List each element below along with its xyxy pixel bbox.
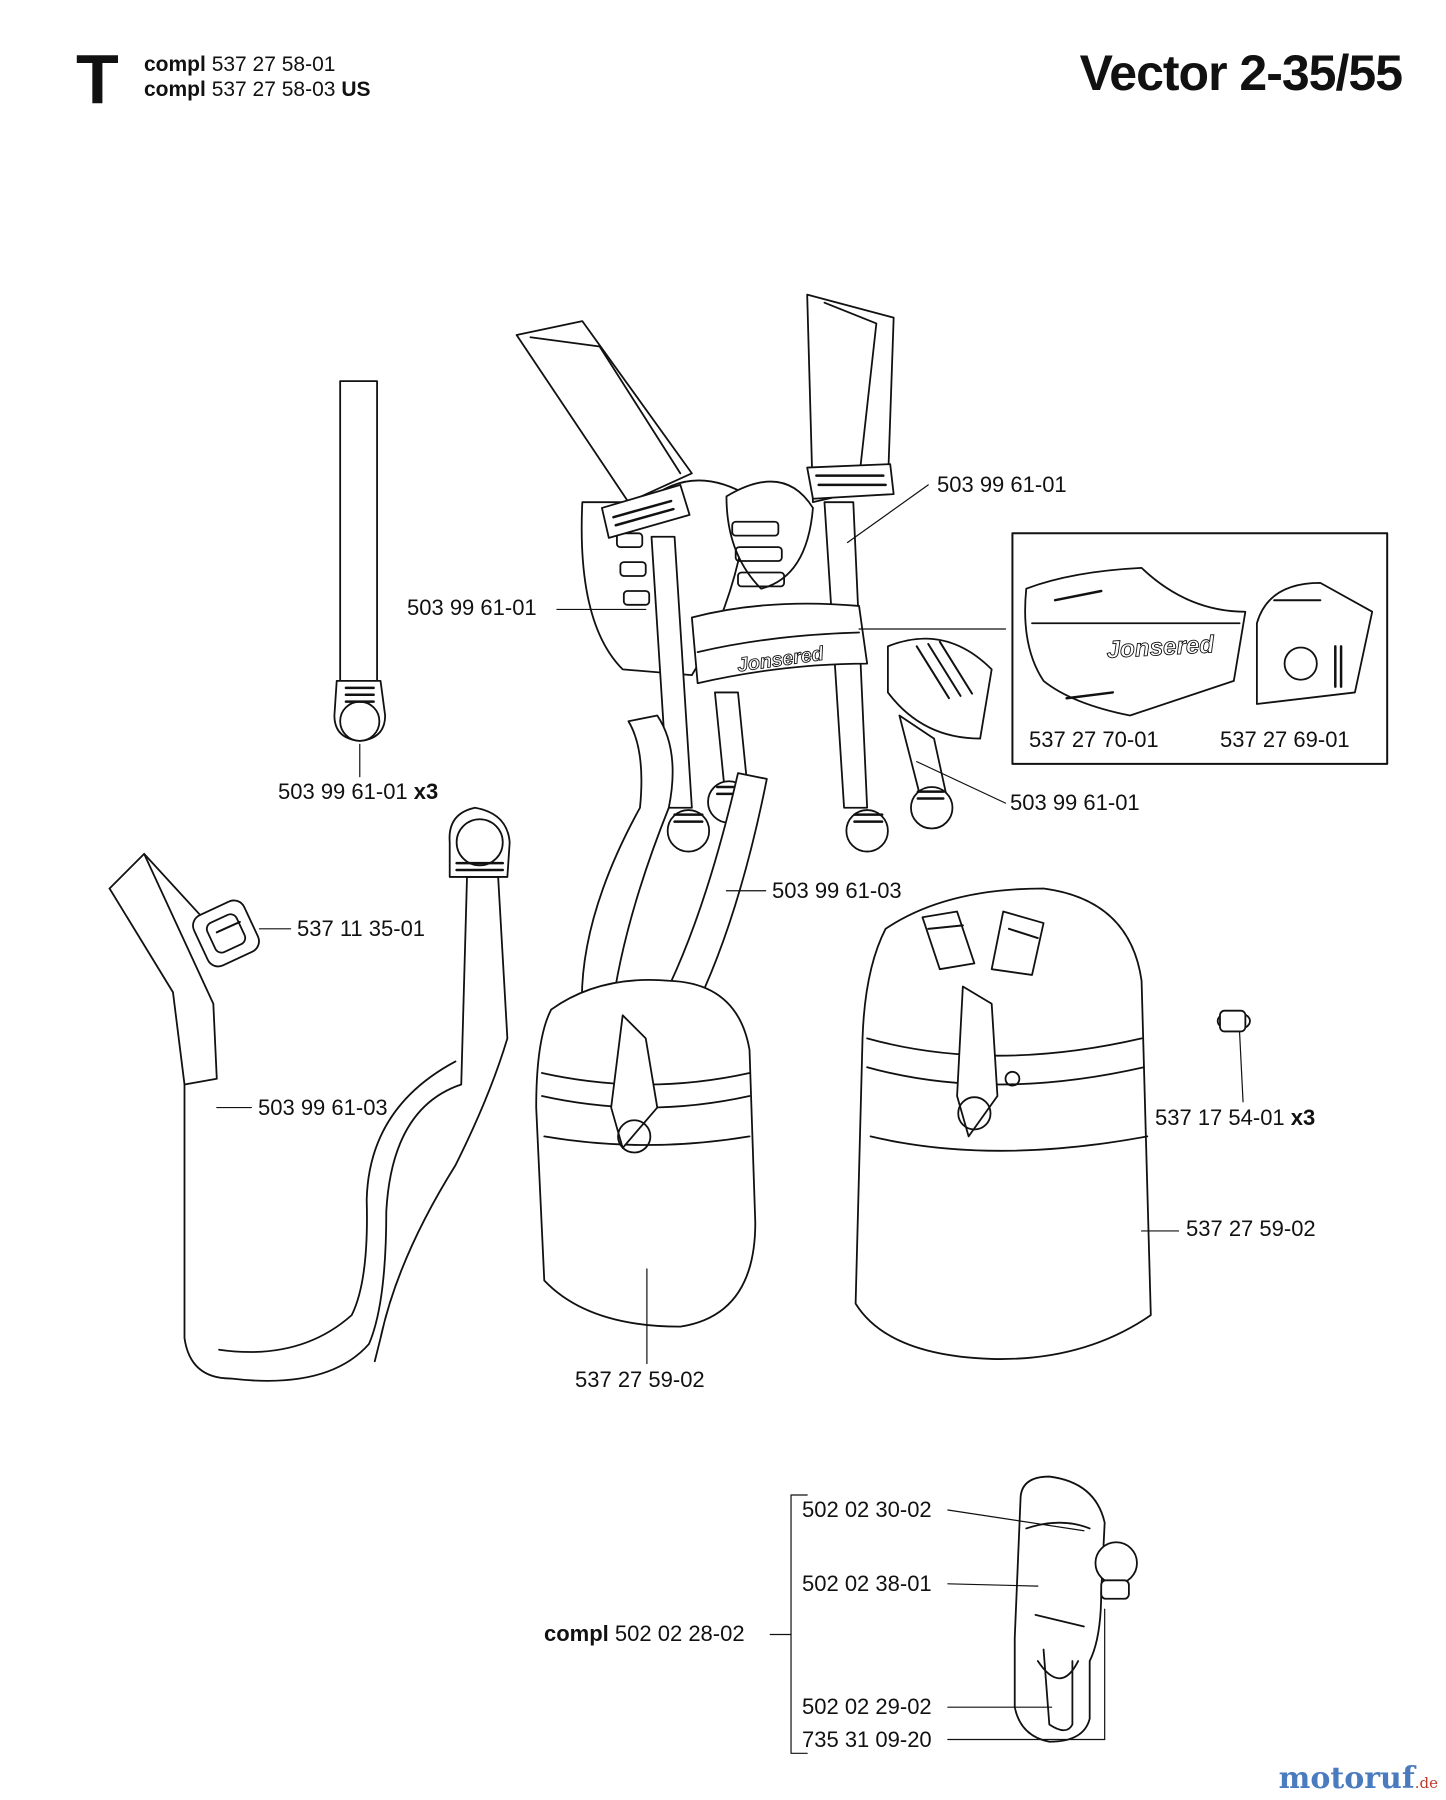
label-buckle: 537 11 35-01 [297,916,426,941]
part-number: 503 99 61-01 [278,779,408,804]
loose-strap-drawing [334,381,385,741]
part-number: 502 02 28-02 [614,1621,745,1646]
compl-number-1: compl 537 27 58-01 [144,52,335,78]
label-inset-front: 537 27 70-01 [1029,727,1159,752]
compl-suffix: US [341,78,371,101]
leader-lines [217,485,1243,1753]
label-pad-left: 537 27 59-02 [575,1367,705,1392]
label-hip-strap-center: 503 99 61-03 [772,878,902,903]
screw-drawing [1218,1011,1250,1032]
label-hook-part-1: 502 02 30-02 [802,1497,932,1522]
harness-drawing [517,295,992,1016]
pad-right-drawing [856,888,1151,1359]
quantity: x3 [413,779,439,804]
compl-number-2: compl 537 27 58-03 US [144,77,371,103]
buckle-drawing [189,897,263,971]
compl-prefix: compl [144,53,206,76]
label-harness-left-strap: 503 99 61-01 [407,595,537,620]
page-title: Vector 2-35/55 [1079,45,1403,101]
compl-value: 537 27 58-03 [211,78,336,101]
compl-prefix: compl [544,1621,609,1646]
hip-strap-drawing [110,808,510,1381]
label-hook-part-2: 502 02 38-01 [802,1571,932,1596]
watermark-name: motoruf [1278,1761,1415,1796]
label-harness-right-strap: 503 99 61-01 [937,472,1067,497]
label-right-hook-strap: 503 99 61-01 [1010,790,1140,815]
label-pad-right: 537 27 59-02 [1186,1216,1316,1241]
compl-prefix: compl [144,78,206,101]
hook-assembly-drawing [1015,1477,1137,1742]
brand-logo-inset: Jonsered [1106,631,1216,664]
label-hook-part-3: 502 02 29-02 [802,1694,932,1719]
watermark-tld: .de [1414,1774,1438,1792]
pad-left-drawing [536,980,755,1327]
inset-box-drawing [1012,533,1387,764]
watermark-logo: motoruf.de [1279,1761,1438,1796]
quantity: x3 [1290,1105,1316,1130]
section-letter: T [76,40,119,118]
label-hook-compl: compl 502 02 28-02 [544,1623,745,1645]
label-hip-strap-left: 503 99 61-03 [258,1095,388,1120]
label-loose-strap: 503 99 61-01 x3 [278,781,438,803]
label-screw: 537 17 54-01 x3 [1155,1107,1315,1129]
label-inset-side: 537 27 69-01 [1220,727,1350,752]
compl-value: 537 27 58-01 [211,53,336,76]
part-number: 537 17 54-01 [1155,1105,1285,1130]
label-hook-part-4: 735 31 09-20 [802,1727,932,1752]
